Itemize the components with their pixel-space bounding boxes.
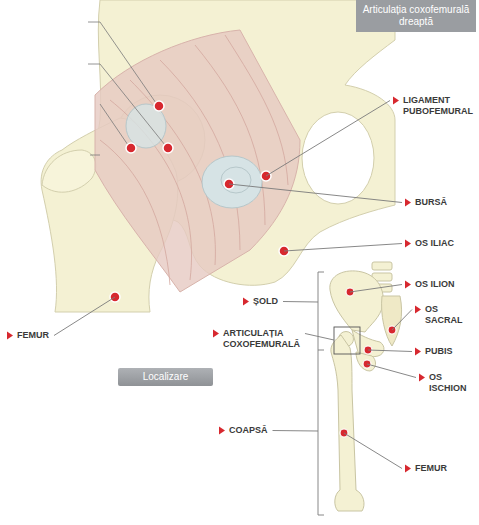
part-label: BURSĂ: [414, 197, 448, 208]
ilium: [330, 271, 383, 332]
label-marker: [419, 374, 425, 382]
ligament-fibers: [100, 35, 288, 285]
joint-frame: [334, 327, 360, 354]
part-label: OS ISCHION: [428, 372, 468, 394]
leader-line: [392, 310, 412, 331]
region-bracket: [318, 272, 324, 515]
label-holder: FEMUR: [414, 463, 448, 474]
obturator-foramen: [302, 112, 374, 204]
marker-dot: [126, 143, 136, 153]
sacrum: [382, 296, 402, 346]
fiber: [160, 60, 240, 250]
fiber: [100, 140, 170, 285]
box-text: Localizare: [124, 371, 207, 383]
femur-bone: [331, 335, 364, 511]
leader-line: [229, 184, 402, 203]
label-marker: [405, 465, 411, 473]
leader-line: [344, 433, 402, 469]
leader-line: [54, 297, 115, 336]
label-marker: [393, 97, 399, 105]
label-marker: [405, 199, 411, 207]
label-holder: PUBIS: [424, 346, 454, 357]
leader-line: [90, 155, 100, 156]
leader-line: [350, 285, 402, 293]
label-marker: [405, 281, 411, 289]
unlabelled-leaders: [88, 22, 165, 155]
label-holder: LIGAMENT PUBOFEMURAL: [402, 95, 474, 117]
title-banner: Articulația coxofemurală dreaptă: [356, 0, 476, 32]
ischium-bone: [356, 352, 376, 371]
label-holder: OS ILION: [414, 279, 456, 290]
label-marker: [243, 298, 249, 306]
fiber: [195, 45, 265, 225]
part-label: FEMUR: [16, 330, 50, 341]
label-marker: [219, 427, 225, 435]
pubofemoral-ligament: [95, 30, 300, 292]
leader-line: [100, 104, 128, 145]
bursa: [202, 156, 262, 208]
marker-dots: [340, 288, 396, 437]
part-label: ȘOLD: [252, 296, 279, 307]
leader-line: [88, 64, 165, 145]
marker-dot: [154, 101, 164, 111]
marker-dot: [163, 143, 173, 153]
part-label: OS SACRAL: [424, 304, 464, 326]
vertebra: [372, 262, 392, 270]
detail-view: [41, 0, 395, 312]
section-tab: Localizare: [118, 368, 213, 386]
part-label: OS ILIAC: [414, 238, 455, 249]
label-marker: [7, 332, 13, 340]
label-marker: [415, 348, 421, 356]
label-holder: BURSĂ: [414, 197, 448, 208]
label-marker: [213, 330, 219, 338]
leader-line: [273, 430, 318, 432]
label-holder: OS ISCHION: [428, 372, 468, 394]
part-label: LIGAMENT PUBOFEMURAL: [402, 95, 474, 117]
leader-line: [305, 334, 334, 341]
marker-dots: [110, 101, 289, 302]
leader-line: [368, 350, 412, 352]
leader-line: [367, 364, 416, 378]
part-label: FEMUR: [414, 463, 448, 474]
part-label: PUBIS: [424, 346, 454, 357]
part-label: COAPSĂ: [228, 425, 269, 436]
label-marker: [415, 306, 421, 314]
label-holder: OS ILIAC: [414, 238, 455, 249]
label-holder: ARTICULAȚIA COXOFEMURALĂ: [222, 328, 301, 350]
leader-line: [283, 301, 318, 303]
leader-line: [284, 244, 402, 252]
box-text: Articulația coxofemurală dreaptă: [361, 4, 471, 28]
location-view: [318, 262, 402, 515]
label-holder: FEMUR: [16, 330, 50, 341]
part-label: OS ILION: [414, 279, 456, 290]
bursa-inner: [221, 167, 251, 193]
leader-line: [266, 101, 390, 177]
greater-trochanter: [42, 150, 96, 192]
label-holder: OS SACRAL: [424, 304, 464, 326]
label-marker: [405, 240, 411, 248]
label-holder: COAPSĂ: [228, 425, 269, 436]
label-holder: ȘOLD: [252, 296, 279, 307]
part-label: ARTICULAȚIA COXOFEMURALĂ: [222, 328, 301, 350]
